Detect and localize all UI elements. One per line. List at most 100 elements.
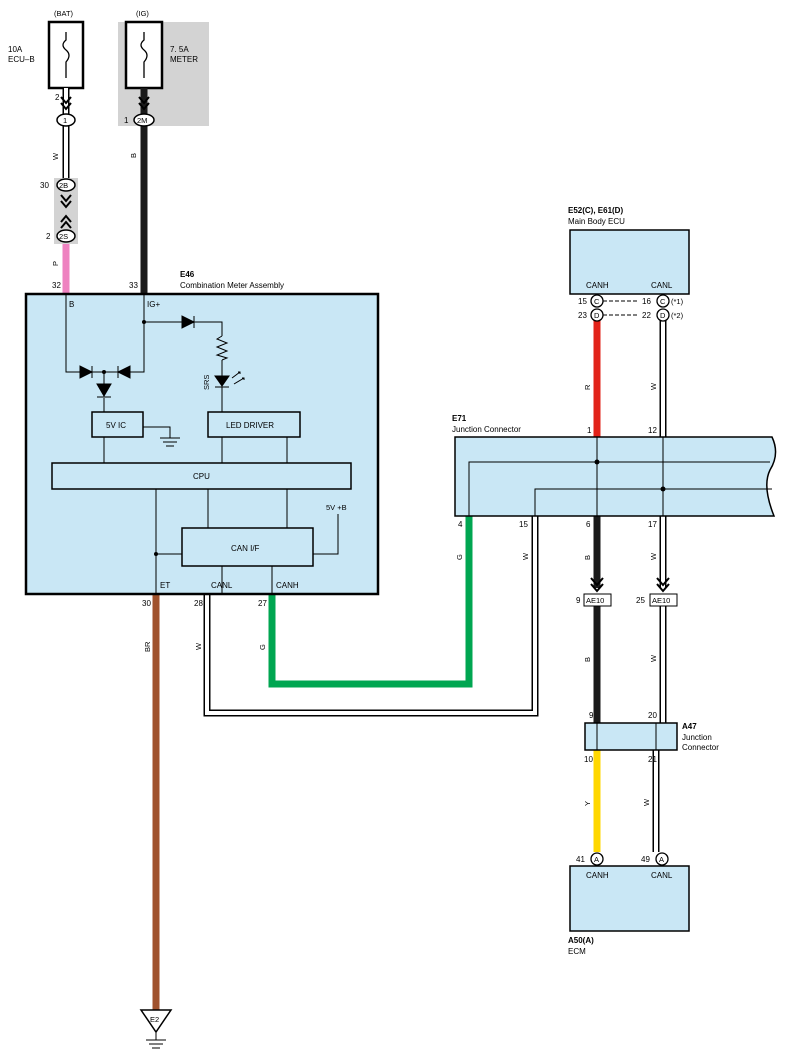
wire-label-g: G bbox=[455, 554, 464, 560]
connector-2m-label: 2M bbox=[137, 116, 147, 125]
led-driver-label: LED DRIVER bbox=[226, 421, 274, 430]
e71-pin-6: 6 bbox=[586, 520, 591, 529]
ae10-pin-25: 25 bbox=[636, 596, 645, 605]
main-body-pin-16: 16 bbox=[642, 297, 651, 306]
wire-label-y: Y bbox=[583, 801, 592, 806]
main-body-note-2: (*2) bbox=[671, 311, 684, 320]
junction-dot-diodes bbox=[102, 370, 106, 374]
a47-box bbox=[584, 722, 678, 751]
internal-ground-icon bbox=[160, 437, 180, 447]
e71-id: E71 bbox=[452, 414, 467, 423]
wire-label-w-ae10: W bbox=[649, 654, 658, 662]
cpu-label: CPU bbox=[193, 472, 210, 481]
a47-id: A47 bbox=[682, 722, 697, 731]
wire-canl-loop-fill bbox=[205, 516, 537, 715]
wire-label-w-e71: W bbox=[521, 552, 530, 560]
ecm-pin-41: 41 bbox=[576, 855, 585, 864]
a47-pin-9: 9 bbox=[589, 711, 594, 720]
v5b-label: 5V +B bbox=[326, 503, 347, 512]
bat-fuse-rating: 10A bbox=[8, 45, 23, 54]
main-body-conn-d-left-label: D bbox=[594, 311, 600, 320]
connector-2b-pin: 30 bbox=[40, 181, 49, 190]
srs-led-icon bbox=[214, 375, 230, 388]
connector-2b-label: 2B bbox=[59, 181, 68, 190]
main-body-ecu-box bbox=[569, 229, 690, 295]
connector-1 bbox=[56, 113, 76, 127]
wire-label-b-e71: B bbox=[583, 555, 592, 560]
ecm-conn-a-left-label: A bbox=[594, 855, 599, 864]
e71-pin-4: 4 bbox=[458, 520, 463, 529]
ae10-left-box bbox=[583, 593, 612, 607]
bat-arrow-icon bbox=[60, 96, 72, 111]
led-driver-box bbox=[207, 411, 301, 438]
ecm-conn-a-right-label: A bbox=[659, 855, 664, 864]
can-if-label: CAN I/F bbox=[231, 544, 260, 553]
main-body-note-1: (*1) bbox=[671, 297, 684, 306]
meter-pin-et: 30 bbox=[142, 599, 151, 608]
main-body-ecu-id: E52(C), E61(D) bbox=[568, 206, 623, 215]
ae10-arrow-right-icon bbox=[656, 577, 670, 593]
wire-canh-green bbox=[268, 516, 473, 688]
inline-connector-icon bbox=[60, 194, 72, 229]
wire-label-w-a47: W bbox=[642, 798, 651, 806]
main-body-ecu-canl: CANL bbox=[651, 281, 673, 290]
ground-label: E2 bbox=[150, 1015, 159, 1024]
meter-label-ig: IG+ bbox=[147, 300, 160, 309]
meter-label-canh: CANH bbox=[276, 581, 299, 590]
wire-label-br: BR bbox=[143, 641, 152, 652]
ecm-canl: CANL bbox=[651, 871, 673, 880]
main-body-pin-22: 22 bbox=[642, 311, 651, 320]
wire-label-b-ae10: B bbox=[583, 657, 592, 662]
ae10-right-box bbox=[649, 593, 678, 607]
e71-pin-17: 17 bbox=[648, 520, 657, 529]
wire-label-w-canl-meter: W bbox=[194, 642, 203, 650]
ig-fuse-symbol-icon bbox=[140, 32, 148, 78]
e71-pin-12: 12 bbox=[648, 426, 657, 435]
ground-symbol-icon bbox=[146, 1032, 166, 1049]
a47-name-1: Junction bbox=[682, 733, 712, 742]
ig-supply-label: (IG) bbox=[136, 9, 149, 18]
connector-2s-pin: 2 bbox=[46, 232, 51, 241]
can-if-box bbox=[181, 527, 314, 567]
diode-led-icon bbox=[181, 315, 196, 329]
e71-pin-1: 1 bbox=[587, 426, 592, 435]
meter-pin-b: 32 bbox=[52, 281, 61, 290]
ae10-arrow-left-icon bbox=[590, 577, 604, 593]
main-body-conn-d-right-label: D bbox=[660, 311, 666, 320]
ic5v-label: 5V IC bbox=[106, 421, 126, 430]
connector-2s bbox=[56, 229, 76, 243]
ecm-conn-a-right bbox=[655, 852, 669, 866]
meter-pin-ig: 33 bbox=[129, 281, 138, 290]
a47-pin-21: 21 bbox=[648, 755, 657, 764]
ecm-canh: CANH bbox=[586, 871, 609, 880]
main-body-conn-c-left-label: C bbox=[594, 297, 600, 306]
main-body-conn-d-right bbox=[656, 308, 670, 322]
ecm-name: ECM bbox=[568, 947, 586, 956]
meter-pin-canh: 27 bbox=[258, 599, 267, 608]
wire-label-w-e71b: W bbox=[649, 552, 658, 560]
e71-box bbox=[454, 436, 777, 517]
a47-name-2: Connector bbox=[682, 743, 719, 752]
meter-label-canl: CANL bbox=[211, 581, 233, 590]
wire-label-r: R bbox=[583, 384, 592, 390]
main-body-conn-c-right-label: C bbox=[660, 297, 666, 306]
ig-fuse-rating: 7. 5A bbox=[170, 45, 189, 54]
bat-fuse-name: ECU–B bbox=[8, 55, 35, 64]
ae10-left-label: AE10 bbox=[586, 596, 604, 605]
diode-5v-icon bbox=[96, 383, 112, 398]
wire-label-w-bat: W bbox=[51, 152, 60, 160]
ecm-id: A50(A) bbox=[568, 936, 594, 945]
ground-triangle-icon bbox=[139, 1009, 173, 1034]
meter-name: Combination Meter Assembly bbox=[180, 281, 284, 290]
a47-pin-10: 10 bbox=[584, 755, 593, 764]
ig-fuse-name: METER bbox=[170, 55, 198, 64]
e71-name: Junction Connector bbox=[452, 425, 521, 434]
ecm-box bbox=[569, 865, 690, 932]
bat-fuse-pin: 2 bbox=[55, 93, 60, 102]
bat-fuse-symbol-icon bbox=[62, 32, 70, 78]
main-body-pin-15: 15 bbox=[578, 297, 587, 306]
ig-fuse-pin: 1 bbox=[124, 116, 129, 125]
led-light-icon bbox=[231, 371, 245, 385]
e71-pin-15: 15 bbox=[519, 520, 528, 529]
cpu-box bbox=[51, 462, 352, 490]
